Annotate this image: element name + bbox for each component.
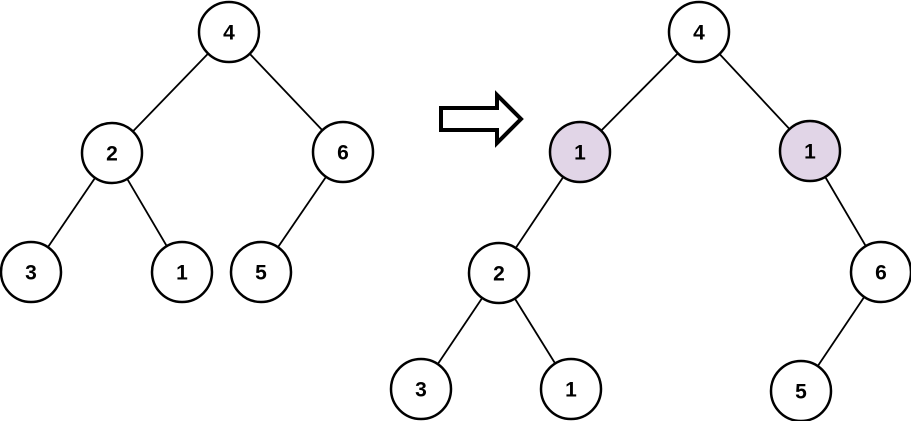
- node-value: 6: [875, 261, 887, 284]
- transform-arrow-icon: [439, 90, 524, 148]
- tree-node: 1: [150, 240, 214, 304]
- tree-node: 4: [197, 0, 261, 64]
- node-value: 2: [106, 142, 118, 165]
- node-circle: [849, 240, 911, 304]
- node-value: 1: [574, 141, 586, 164]
- node-value: 1: [565, 378, 577, 401]
- tree-node: 1: [539, 357, 603, 421]
- node-circle: [539, 357, 603, 421]
- tree-node: 4: [667, 0, 731, 64]
- node-value: 1: [804, 140, 816, 163]
- tree-node: 5: [229, 240, 293, 304]
- tree-before: 4 2 6 3 1 5: [0, 0, 375, 304]
- node-circle: [80, 121, 144, 185]
- tree-node: 2: [80, 121, 144, 185]
- node-value: 6: [337, 141, 349, 164]
- node-value: 5: [795, 380, 807, 403]
- node-value: 3: [415, 378, 427, 401]
- node-value: 4: [693, 21, 705, 44]
- node-circle: [548, 120, 612, 184]
- node-circle: [389, 357, 453, 421]
- tree-node-highlighted: 1: [548, 120, 612, 184]
- tree-node: 5: [769, 359, 833, 421]
- tree-node: 3: [0, 240, 63, 304]
- node-circle: [311, 120, 375, 184]
- tree-node: 3: [389, 357, 453, 421]
- node-circle: [467, 241, 531, 305]
- node-value: 2: [493, 262, 505, 285]
- node-circle: [769, 359, 833, 421]
- tree-after: 4 1 1 2 6 3 1 5: [389, 0, 911, 421]
- node-circle: [778, 119, 842, 183]
- node-circle: [229, 240, 293, 304]
- node-value: 5: [255, 261, 267, 284]
- node-value: 3: [25, 261, 37, 284]
- node-value: 4: [223, 21, 235, 44]
- node-circle: [150, 240, 214, 304]
- tree-node-highlighted: 1: [778, 119, 842, 183]
- node-circle: [197, 0, 261, 64]
- node-circle: [0, 240, 63, 304]
- node-circle: [667, 0, 731, 64]
- node-value: 1: [176, 261, 188, 284]
- tree-node: 6: [311, 120, 375, 184]
- tree-node: 2: [467, 241, 531, 305]
- tree-node: 6: [849, 240, 911, 304]
